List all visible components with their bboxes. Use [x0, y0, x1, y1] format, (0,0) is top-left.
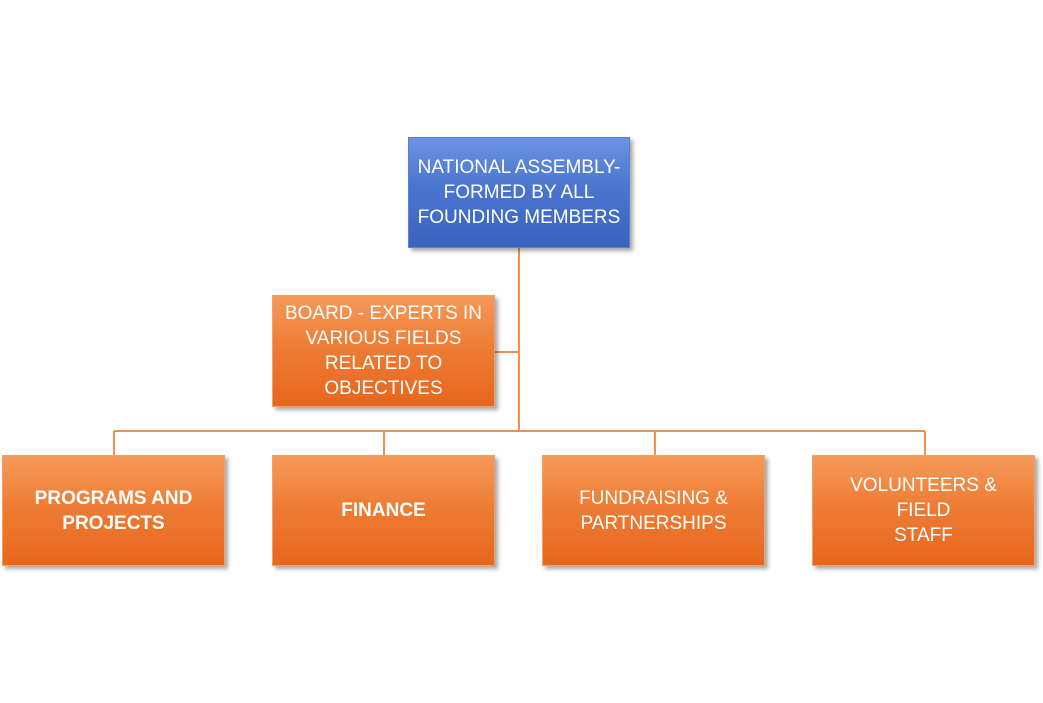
volunteers-field-staff-label: VOLUNTEERS & FIELD STAFF — [850, 475, 997, 546]
board-node: BOARD - EXPERTS IN VARIOUS FIELDS RELATE… — [272, 295, 495, 407]
finance-label: FINANCE — [341, 500, 426, 521]
fundraising-partnerships-label: FUNDRAISING & PARTNERSHIPS — [579, 487, 728, 534]
national-assembly-node: NATIONAL ASSEMBLY- FORMED BY ALL FOUNDIN… — [408, 137, 630, 248]
fundraising-partnerships-node: FUNDRAISING & PARTNERSHIPS — [542, 455, 765, 566]
programs-and-projects-label: PROGRAMS AND PROJECTS — [34, 487, 193, 534]
volunteers-field-staff-node: VOLUNTEERS & FIELD STAFF — [812, 455, 1035, 566]
board-label: BOARD - EXPERTS IN VARIOUS FIELDS RELATE… — [284, 303, 483, 399]
programs-and-projects-node: PROGRAMS AND PROJECTS — [2, 455, 225, 566]
finance-node: FINANCE — [272, 455, 495, 566]
national-assembly-label: NATIONAL ASSEMBLY- FORMED BY ALL FOUNDIN… — [417, 157, 621, 228]
